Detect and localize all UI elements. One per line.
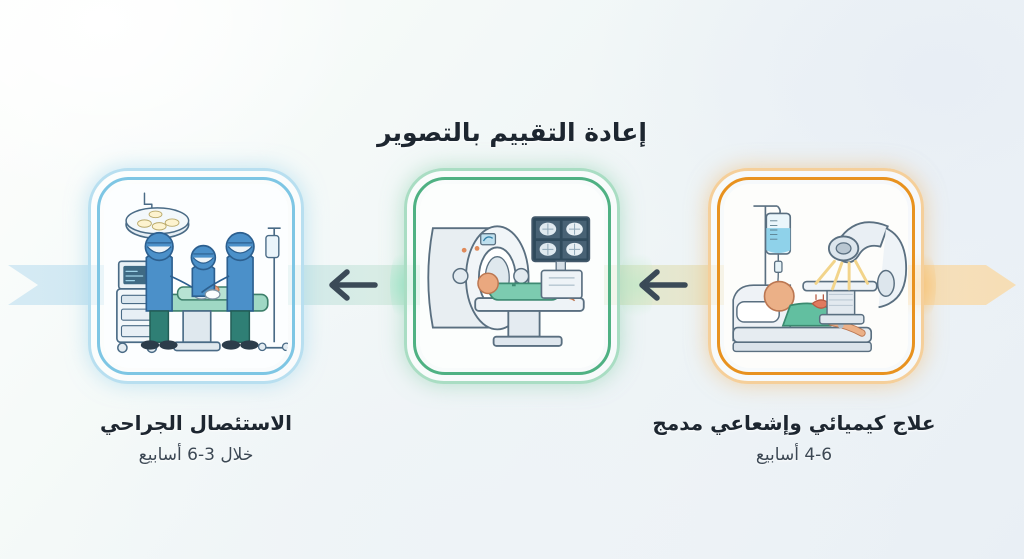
radiation-therapy-icon	[724, 184, 908, 368]
surgical-operation-icon	[104, 184, 288, 368]
caption-chemorad: علاج كيميائي وإشعاعي مدمج 4-6 أسابيع	[629, 410, 959, 467]
ct-scanner-icon	[420, 184, 604, 368]
step-card-imaging[interactable]	[404, 168, 620, 384]
page-title: إعادة التقييم بالتصوير	[377, 118, 647, 147]
caption-chemorad-title: علاج كيميائي وإشعاعي مدمج	[652, 411, 936, 435]
caption-surgery-subtitle: خلال 3-6 أسابيع	[138, 445, 254, 465]
caption-surgery: الاستئصال الجراحي خلال 3-6 أسابيع	[31, 410, 361, 467]
arrow-chemorad-to-imaging	[632, 262, 692, 308]
step-card-chemorad[interactable]	[708, 168, 924, 384]
step-card-surgery[interactable]	[88, 168, 304, 384]
caption-chemorad-subtitle: 4-6 أسابيع	[755, 445, 833, 465]
caption-surgery-title: الاستئصال الجراحي	[99, 411, 292, 435]
arrow-imaging-to-surgery	[322, 262, 382, 308]
